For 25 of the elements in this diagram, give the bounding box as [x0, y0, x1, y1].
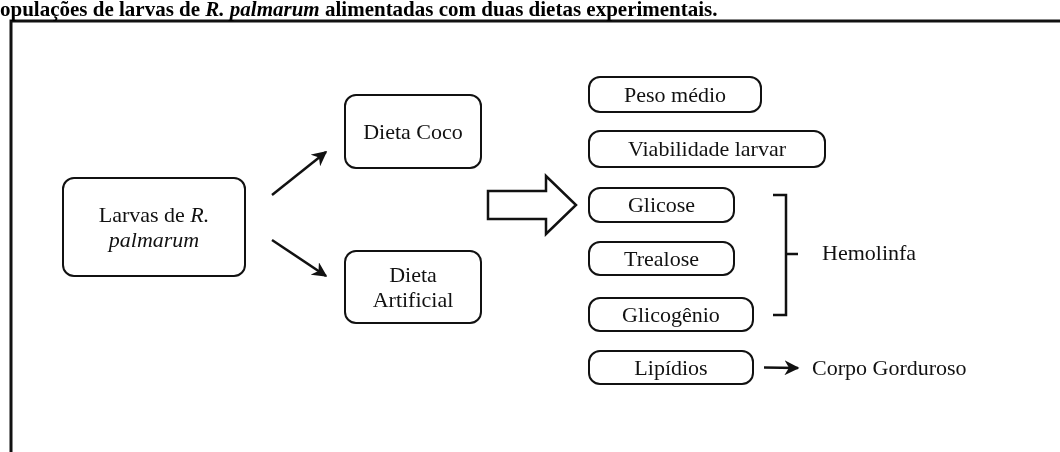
node-text: Glicose [627, 192, 696, 218]
process-box [588, 350, 754, 385]
node-text: Larvas de R. palmarum [97, 201, 211, 253]
process-box [344, 250, 482, 324]
node-text: Dieta Artificial [371, 261, 455, 313]
process-box [588, 241, 735, 276]
process-box [62, 177, 246, 277]
title: opulações de larvas de R. palmarum alimentadas com duas dietas experimentais. [0, 0, 718, 22]
group-label: Hemolinfa [822, 240, 917, 266]
node-text: Viabilidade larvar [627, 136, 787, 162]
organ-label: Corpo Gorduroso [812, 355, 967, 381]
node-text: Trealose [624, 245, 699, 272]
process-box [588, 297, 754, 332]
process-box [588, 130, 826, 168]
process-box [588, 76, 762, 113]
arrow [764, 360, 800, 376]
node-text: Glicogênio [622, 301, 720, 328]
node-text: Dieta Coco [363, 118, 463, 145]
node-text: Peso médio [623, 81, 727, 108]
block-arrow [486, 173, 578, 237]
arrow [271, 151, 328, 196]
process-box [588, 187, 735, 223]
node-text: Lipídios [634, 354, 708, 381]
arrow [271, 238, 328, 278]
process-box [344, 94, 482, 169]
